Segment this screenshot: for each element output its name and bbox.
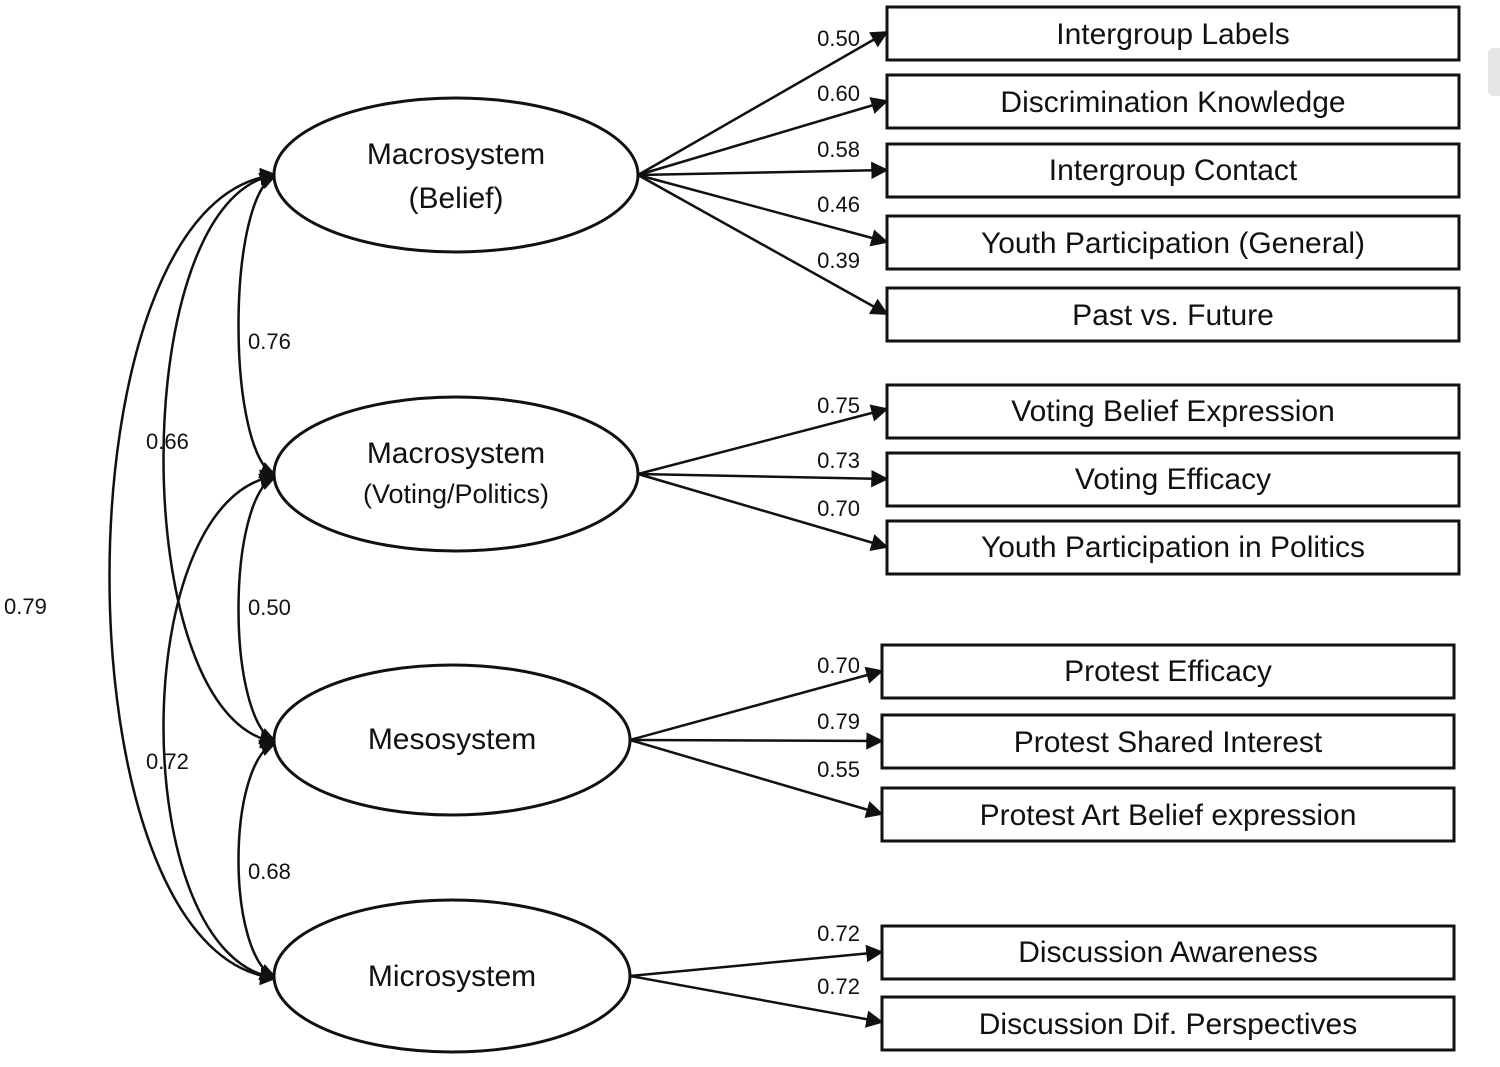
indicator-label: Discussion Dif. Perspectives	[979, 1008, 1357, 1041]
indicator-label: Protest Shared Interest	[1014, 726, 1323, 759]
latent-label-line: Macrosystem	[367, 437, 545, 470]
indicator-protest-efficacy: Protest Efficacy	[880, 643, 1456, 700]
latent-label-line: (Belief)	[408, 182, 503, 215]
loading-arrow	[637, 404, 889, 476]
loading-arrow	[629, 944, 884, 978]
correlation-value: 0.50	[248, 595, 291, 620]
indicator-label: Youth Participation in Politics	[981, 531, 1365, 564]
indicator-label: Intergroup Labels	[1056, 18, 1290, 51]
indicator-label: Youth Participation (General)	[981, 227, 1365, 260]
indicator-discrimination-knowledge: Discrimination Knowledge	[885, 73, 1461, 130]
loading-value: 0.72	[817, 974, 860, 999]
correlation-value: 0.72	[146, 749, 189, 774]
indicator-voting-belief-expression: Voting Belief Expression	[885, 383, 1461, 440]
scrollbar-thumb[interactable]	[1488, 48, 1500, 96]
loading-arrow	[637, 472, 889, 551]
latent-microsystem: Microsystem	[272, 898, 632, 1054]
latent-macrosystem-belief: Macrosystem (Belief)	[272, 96, 640, 254]
loading-arrow	[629, 666, 884, 742]
loading-arrow	[629, 738, 884, 818]
correlation-value: 0.66	[146, 429, 189, 454]
latent-label-line: Microsystem	[368, 960, 536, 993]
loading-arrow	[629, 974, 884, 1028]
correlation-value: 0.76	[248, 329, 291, 354]
indicator-intergroup-labels: Intergroup Labels	[885, 5, 1461, 62]
loading-value: 0.70	[817, 653, 860, 678]
loading-value: 0.72	[817, 921, 860, 946]
indicator-protest-shared-interest: Protest Shared Interest	[880, 713, 1456, 770]
loading-value: 0.79	[817, 709, 860, 734]
correlation-value: 0.68	[248, 859, 291, 884]
indicator-youth-participation-politics: Youth Participation in Politics	[885, 519, 1461, 576]
indicator-label: Discrimination Knowledge	[1000, 86, 1345, 119]
correlation-arrow	[162, 168, 278, 749]
loading-paths	[629, 30, 889, 1028]
correlation-arrow	[108, 167, 278, 986]
loading-arrow	[637, 30, 889, 177]
loading-value: 0.73	[817, 448, 860, 473]
loading-arrow	[637, 173, 889, 247]
loading-value: 0.75	[817, 393, 860, 418]
loading-arrow	[637, 173, 889, 316]
latent-label-line: Macrosystem	[367, 138, 545, 171]
latent-mesosystem: Mesosystem	[272, 663, 632, 817]
indicator-label: Voting Belief Expression	[1011, 395, 1335, 428]
indicator-label: Discussion Awareness	[1018, 936, 1318, 969]
correlation-arrow	[237, 739, 278, 981]
loading-value: 0.60	[817, 81, 860, 106]
indicator-label: Past vs. Future	[1072, 299, 1274, 332]
indicator-label: Protest Art Belief expression	[980, 799, 1357, 832]
indicator-discussion-dif-perspectives: Discussion Dif. Perspectives	[880, 995, 1456, 1052]
loading-value: 0.50	[817, 26, 860, 51]
loading-value: 0.39	[817, 248, 860, 273]
loading-arrow	[637, 161, 889, 180]
correlation-arrow	[162, 469, 278, 985]
correlation-paths	[108, 167, 278, 986]
indicator-intergroup-contact: Intergroup Contact	[885, 142, 1461, 199]
latent-macrosystem-voting: Macrosystem (Voting/Politics)	[272, 395, 640, 553]
indicator-label: Voting Efficacy	[1075, 463, 1271, 496]
indicator-youth-participation-general: Youth Participation (General)	[885, 214, 1461, 271]
correlation-value: 0.79	[4, 594, 47, 619]
latent-label-line: Mesosystem	[368, 723, 536, 756]
indicator-discussion-awareness: Discussion Awareness	[880, 924, 1456, 981]
loading-arrow	[637, 97, 889, 177]
latent-label-line: (Voting/Politics)	[363, 479, 549, 509]
correlation-arrow	[237, 473, 278, 745]
indicator-label: Intergroup Contact	[1049, 154, 1298, 187]
correlation-arrow	[237, 172, 278, 479]
indicator-voting-efficacy: Voting Efficacy	[885, 451, 1461, 508]
loading-value: 0.46	[817, 192, 860, 217]
loading-arrow	[629, 732, 884, 750]
loading-value: 0.70	[817, 496, 860, 521]
loading-value: 0.58	[817, 137, 860, 162]
loading-arrow	[637, 469, 889, 488]
loading-value: 0.55	[817, 757, 860, 782]
indicator-past-vs-future: Past vs. Future	[885, 286, 1461, 343]
indicator-label: Protest Efficacy	[1064, 655, 1272, 688]
indicator-protest-art-belief-expression: Protest Art Belief expression	[880, 786, 1456, 843]
